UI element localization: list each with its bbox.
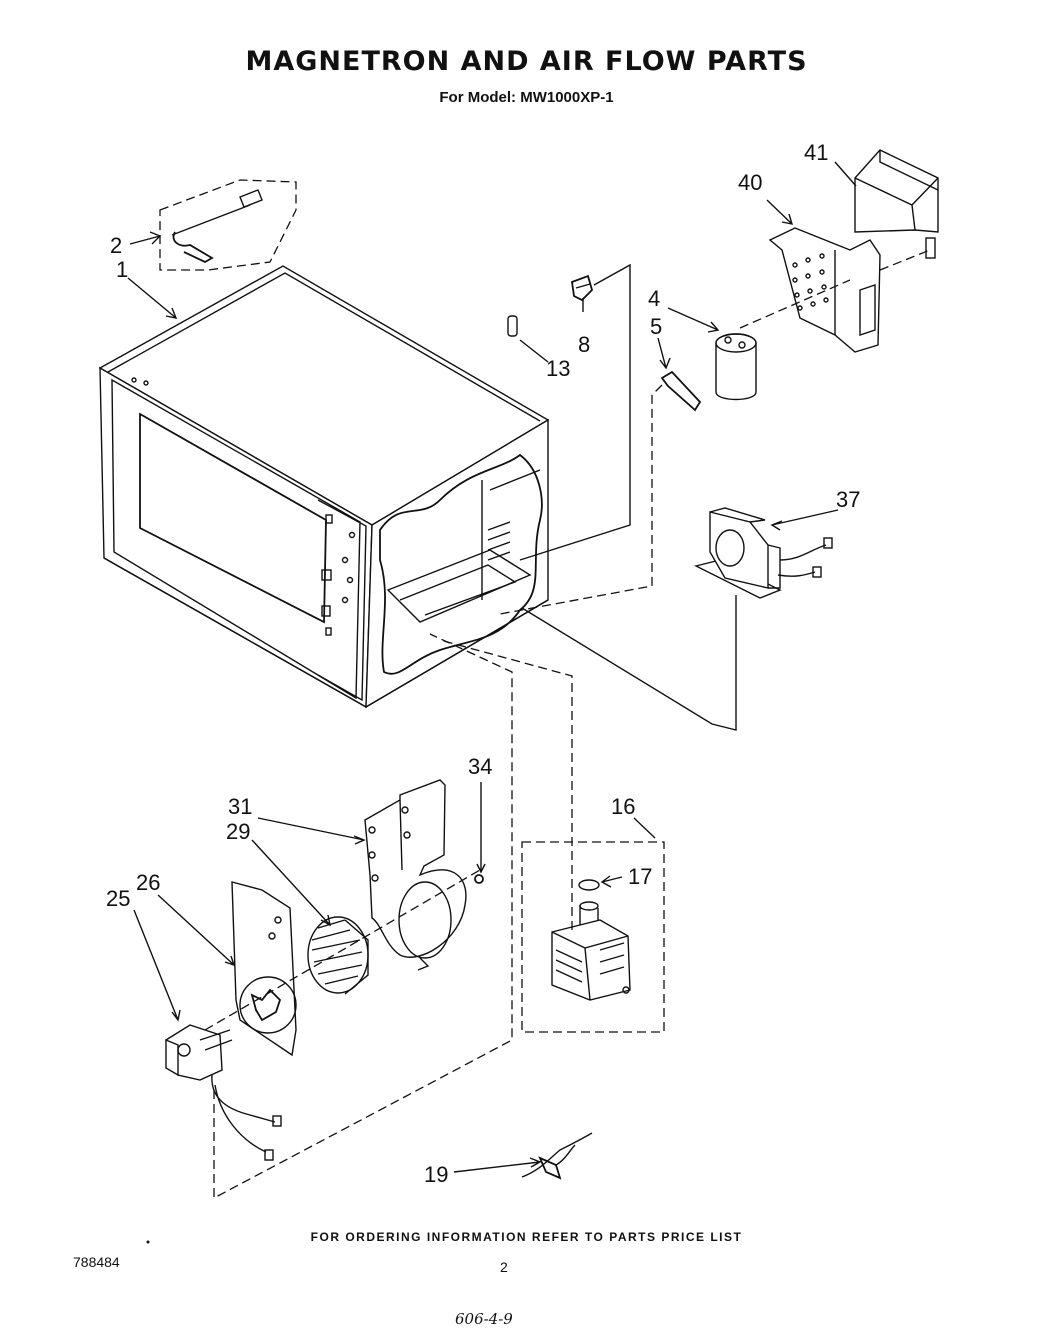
callout-31: 31 [228, 794, 252, 819]
part-5-strap [660, 370, 702, 412]
callout-40: 40 [738, 170, 762, 195]
leader-arrows [127, 161, 857, 1173]
stray-dot [146, 1240, 150, 1244]
part-2-clip-assembly [159, 179, 297, 271]
leader-part-37 [521, 595, 737, 731]
callout-16: 16 [611, 794, 635, 819]
part-37-transformer [693, 507, 833, 599]
callout-25: 25 [106, 886, 130, 911]
callout-8: 8 [578, 332, 590, 357]
callout-37: 37 [836, 487, 860, 512]
callout-13: 13 [546, 356, 570, 381]
callout-2: 2 [110, 233, 122, 258]
dashed-leader-fan-motor [213, 633, 513, 1200]
callout-41: 41 [804, 140, 828, 165]
callout-26: 26 [136, 870, 160, 895]
leader-part-8 [519, 263, 631, 561]
part-29-fan-blade [307, 916, 369, 995]
callout-29: 29 [226, 819, 250, 844]
dashed-leader-part-5 [499, 384, 663, 615]
callout-5: 5 [650, 314, 662, 339]
model-subtitle: For Model: MW1000XP-1 [439, 89, 614, 106]
callout-4: 4 [648, 286, 660, 311]
part-19-thermal-cutout [521, 1132, 593, 1180]
part-4-capacitor [715, 333, 757, 401]
part-26-fan-bracket [231, 881, 297, 1057]
callout-labels: 41 40 2 1 8 4 5 13 37 34 31 29 16 17 26 … [106, 140, 860, 1187]
callout-19: 19 [424, 1162, 448, 1187]
part-31-air-duct [364, 779, 467, 971]
ordering-note: FOR ORDERING INFORMATION REFER TO PARTS … [310, 1230, 743, 1244]
part-25-fan-motor [165, 1024, 282, 1161]
page-number: 2 [500, 1259, 508, 1275]
document-number: 788484 [73, 1254, 120, 1270]
part-8-clip [571, 274, 594, 302]
part-16-magnetron-assembly [521, 841, 665, 1033]
part-41-cover [854, 149, 939, 259]
cabinet-wrapper-part [98, 265, 550, 709]
part-13-fuse [507, 315, 518, 337]
callout-17: 17 [628, 864, 652, 889]
dashed-leader-magnetron [439, 639, 573, 930]
part-40-bracket [768, 227, 881, 353]
page-title: MAGNETRON AND AIR FLOW PARTS [245, 46, 808, 77]
dashed-fan-axis [204, 869, 481, 1031]
callout-1: 1 [116, 257, 128, 282]
callout-34: 34 [468, 754, 492, 779]
part-34-screw [474, 874, 484, 884]
handwritten-note: 606-4-9 [455, 1310, 513, 1328]
dashed-leader-capacitor-bracket [739, 249, 931, 329]
